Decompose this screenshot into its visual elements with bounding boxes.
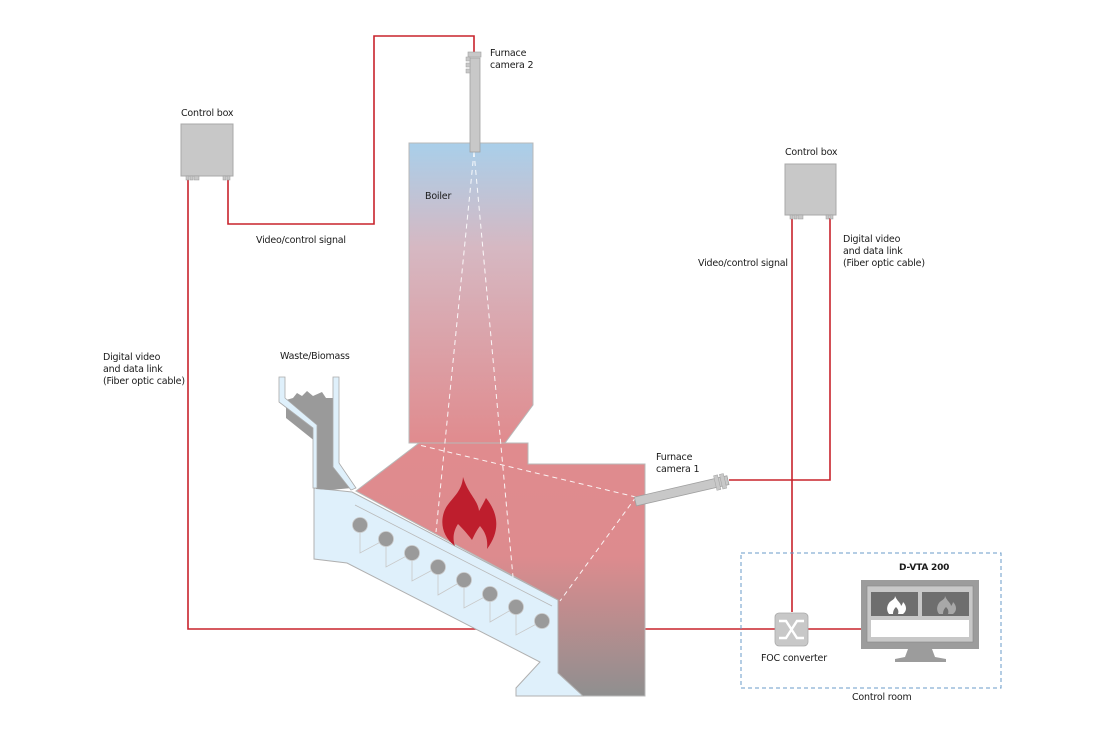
control-box-left	[180, 123, 234, 181]
d-vta-200-label: D-VTA 200	[899, 563, 950, 573]
cable-camera2-to-control-box	[227, 35, 475, 225]
foc-converter-label: FOC converter	[761, 653, 827, 664]
cable-right-fiber-link	[729, 218, 831, 481]
control-room-label: Control room	[852, 692, 912, 703]
control-room-boundary	[740, 552, 1002, 689]
roller	[352, 517, 368, 533]
roller	[404, 545, 420, 561]
waste-biomass-label: Waste/Biomass	[280, 351, 350, 362]
roller	[456, 572, 472, 588]
grate-rollers	[352, 517, 550, 636]
control-box-left-label: Control box	[181, 108, 234, 119]
fiber-link-right-label: Digital video and data link (Fiber optic…	[843, 234, 925, 269]
feed-hopper	[278, 376, 357, 491]
control-box-right-label: Control box	[785, 147, 838, 158]
flame-icon	[887, 596, 906, 614]
roller	[534, 613, 550, 629]
boiler	[408, 142, 534, 444]
video-signal-left-label: Video/control signal	[256, 235, 346, 246]
furnace-camera-2-label: Furnace camera 2	[490, 48, 534, 71]
furnace-camera-1-label: Furnace camera 1	[656, 452, 700, 475]
foc-converter	[774, 612, 809, 647]
roller	[508, 599, 524, 615]
furnace-camera-2	[465, 51, 482, 153]
fiber-link-left-label: Digital video and data link (Fiber optic…	[103, 352, 185, 387]
roller	[482, 586, 498, 602]
d-vta-200-monitor	[861, 580, 979, 662]
flame-icon	[937, 596, 956, 614]
camera-view-lines	[418, 151, 637, 602]
furnace-camera-1	[633, 473, 730, 507]
flame-icon	[442, 477, 497, 549]
boiler-label: Boiler	[425, 191, 452, 202]
video-signal-right-label: Video/control signal	[698, 258, 788, 269]
control-box-right	[784, 163, 837, 220]
roller	[378, 531, 394, 547]
roller	[430, 559, 446, 575]
